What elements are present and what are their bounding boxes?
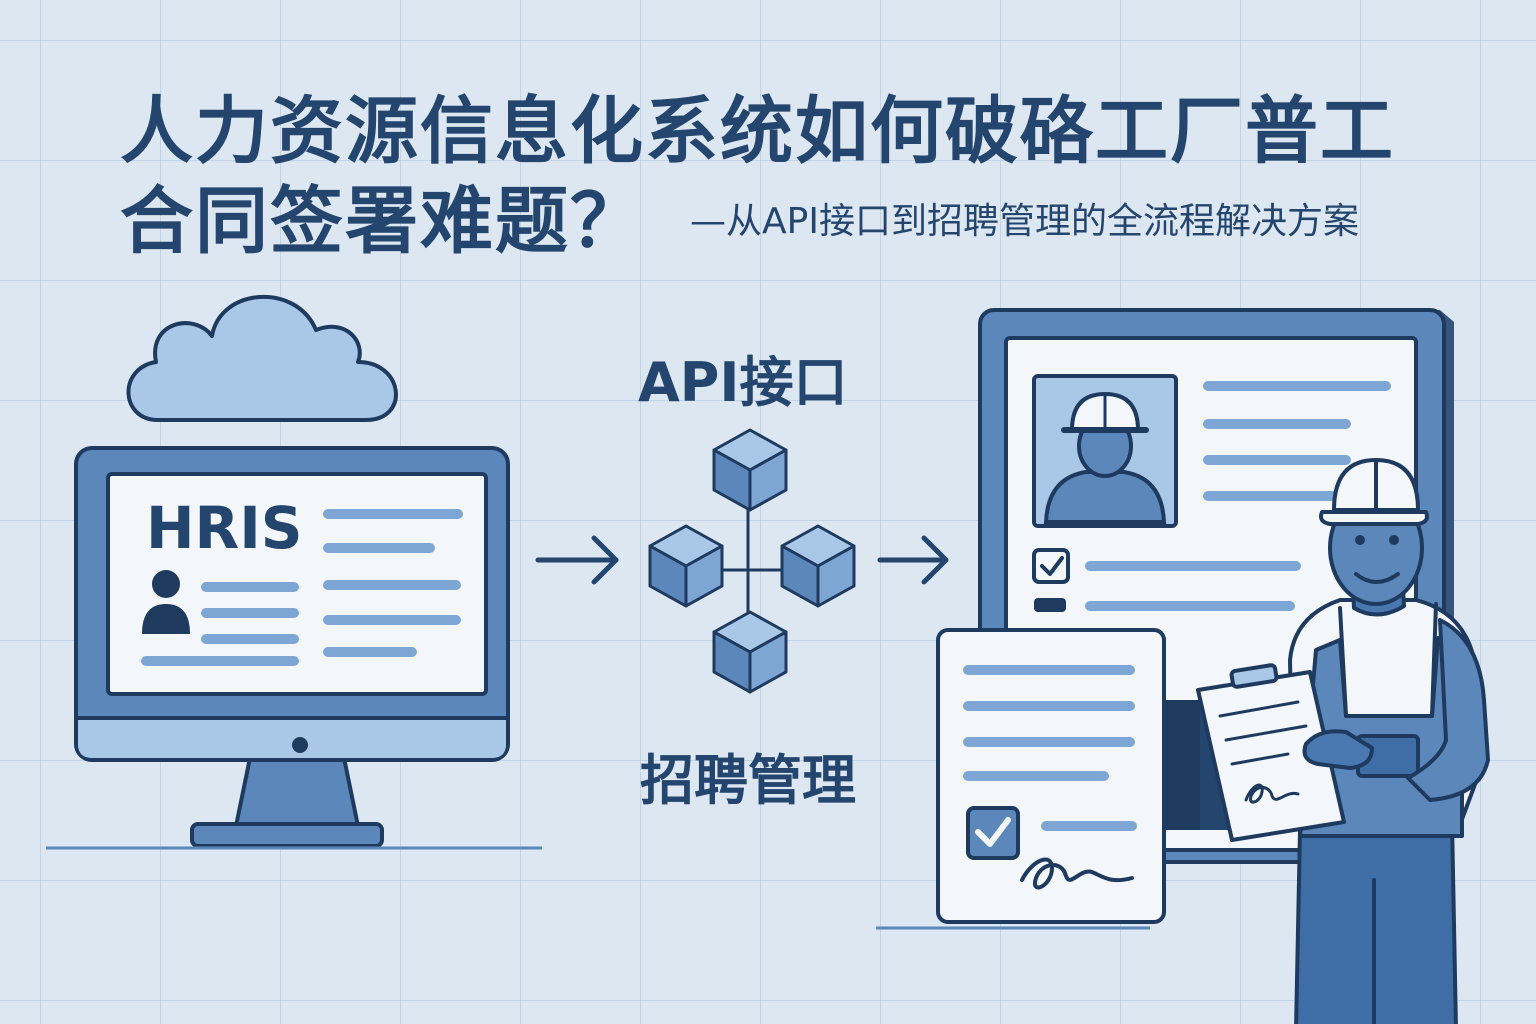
- worker-icon: [1196, 458, 1490, 1024]
- cube-network-icon: [648, 428, 856, 694]
- title-line-2: 合同签署难题？: [120, 179, 645, 264]
- arrow-right-icon: [535, 535, 619, 585]
- hris-label: HRIS: [146, 494, 303, 562]
- checkbox-checked-icon: [966, 806, 1020, 860]
- cloud-icon: [126, 295, 398, 422]
- signature-icon: [1020, 857, 1134, 890]
- recruitment-management-label: 招聘管理: [640, 749, 856, 812]
- contract-document-icon: [876, 628, 1166, 930]
- subtitle: —从API接口到招聘管理的全流程解决方案: [690, 201, 1359, 242]
- hris-monitor: HRIS: [46, 446, 542, 850]
- worker-photo-icon: [1043, 391, 1167, 524]
- cube-bottom: [712, 610, 788, 694]
- signature-icon: [1244, 783, 1300, 804]
- title-line-1: 人力资源信息化系统如何破硌工厂普工: [120, 89, 1395, 174]
- api-interface-label: API接口: [638, 351, 848, 414]
- cube-left: [648, 524, 724, 608]
- arrow-right-icon: [877, 535, 949, 585]
- cube-right: [780, 524, 856, 608]
- cube-top: [712, 428, 788, 512]
- checkbox-checked-icon: [1032, 548, 1070, 584]
- user-icon: [142, 570, 190, 634]
